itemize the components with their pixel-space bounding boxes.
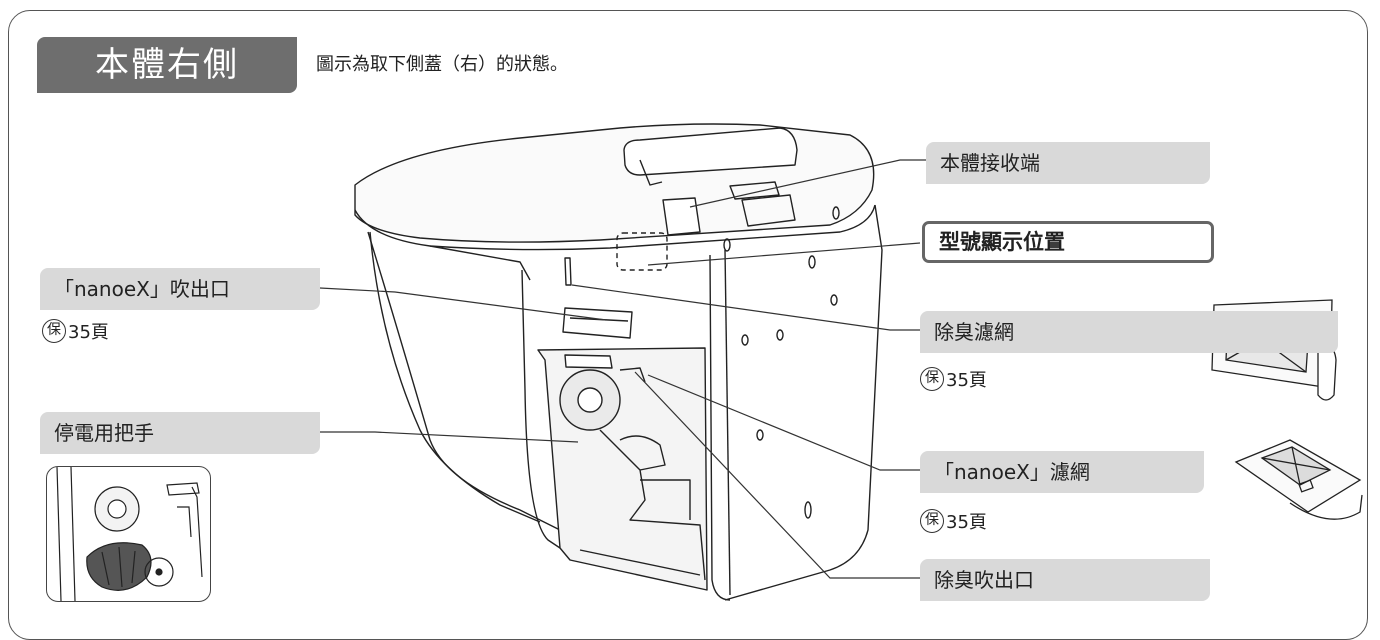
subtitle: 圖示為取下側蓋（右）的狀態。: [316, 54, 568, 75]
ref-text: 35頁: [68, 322, 109, 343]
label-nanoex-outlet: 「nanoeX」吹出口: [40, 268, 320, 310]
preservation-circle-icon: 保: [42, 319, 66, 343]
ref-deodorant-filter: 保 35頁: [920, 366, 987, 392]
label-deodorant-filter: 除臭濾網: [920, 311, 1338, 353]
label-model-position: 型號顯示位置: [922, 221, 1214, 263]
label-nanoex-filter: 「nanoeX」濾網: [920, 451, 1204, 493]
ref-nanoex-outlet: 保 35頁: [42, 318, 109, 344]
ref-nanoex-filter: 保 35頁: [920, 508, 987, 534]
handle-inset-illustration: [46, 466, 211, 602]
label-deodorant-outlet: 除臭吹出口: [920, 559, 1210, 601]
preservation-circle-icon: 保: [920, 367, 944, 391]
preservation-circle-icon: 保: [920, 509, 944, 533]
label-power-outage-handle: 停電用把手: [40, 412, 320, 454]
ref-text: 35頁: [946, 370, 987, 391]
label-receiver: 本體接收端: [926, 142, 1210, 184]
section-title: 本體右側: [37, 37, 297, 93]
ref-text: 35頁: [946, 512, 987, 533]
